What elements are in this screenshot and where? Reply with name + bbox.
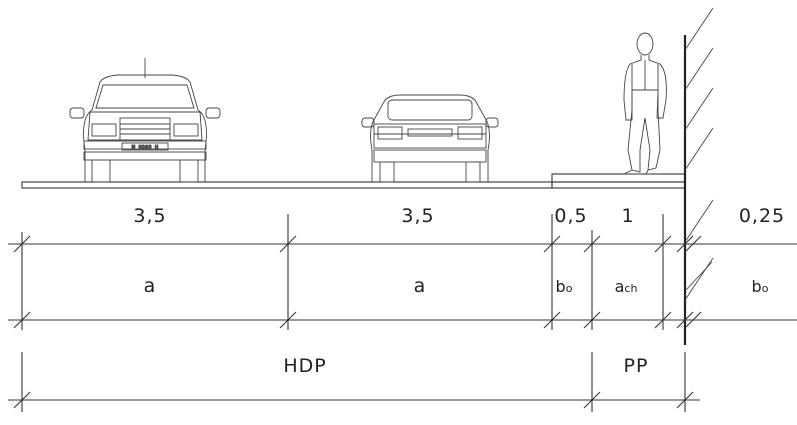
sym-walk: ach	[615, 277, 638, 296]
dimension-labels-bottom: HDP PP	[283, 355, 649, 377]
sym-gap-2: bo	[752, 277, 769, 296]
dim-lane-1-value: 3,5	[133, 205, 166, 227]
dim-lane-2-value: 3,5	[401, 205, 434, 227]
sym-lane-2: a	[414, 275, 427, 297]
sidewalk-base	[551, 181, 686, 189]
pedestrian-figure	[623, 32, 667, 175]
license-plate	[121, 142, 169, 151]
dimension-lines	[8, 214, 797, 412]
dim-gap-2-value: 0,25	[739, 205, 785, 227]
dimension-labels-top: 3,5 3,5 0,5 1 0,25	[133, 205, 785, 227]
label-sidewalk: PP	[624, 355, 649, 377]
sidewalk-curb	[551, 173, 686, 183]
license-plate-text: M 9999 H	[132, 145, 159, 151]
sym-lane-1: a	[144, 275, 157, 297]
dim-gap-1-value: 0,5	[554, 205, 587, 227]
road-surface	[21, 173, 686, 189]
dim-walk-value: 1	[621, 205, 634, 227]
car-front-view: M 9999 H	[69, 58, 221, 183]
building-wall	[683, 7, 714, 345]
dimension-labels-mid: a a bo ach bo	[144, 275, 769, 297]
sym-gap-1: bo	[556, 277, 573, 296]
carriageway-slab	[21, 181, 553, 189]
car-rear-view	[361, 94, 499, 183]
label-carriageway: HDP	[283, 355, 326, 377]
